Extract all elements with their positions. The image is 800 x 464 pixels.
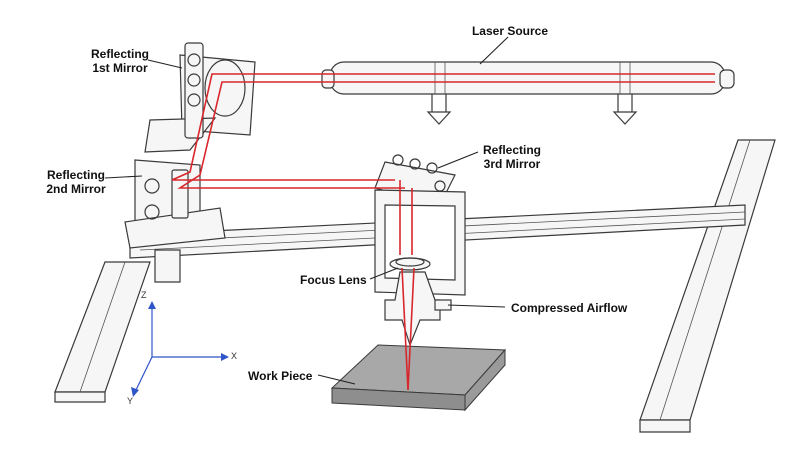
mirror2-assembly bbox=[124, 159, 226, 249]
label-mirror2-line1: Reflecting bbox=[46, 168, 105, 182]
coordinate-axes bbox=[131, 301, 229, 397]
label-mirror1-line1: Reflecting bbox=[90, 47, 149, 61]
label-focus-lens: Focus Lens bbox=[300, 273, 367, 287]
cutting-head bbox=[374, 189, 466, 347]
label-work-piece: Work Piece bbox=[248, 369, 313, 383]
axis-label-z: Z bbox=[141, 290, 147, 300]
left-rail bbox=[54, 261, 151, 403]
axis-label-x: X bbox=[231, 351, 238, 361]
label-compressed-airflow: Compressed Airflow bbox=[511, 301, 628, 315]
label-mirror2-line2: 2nd Mirror bbox=[46, 182, 106, 196]
right-rail bbox=[639, 139, 776, 433]
label-mirror3-line2: 3rd Mirror bbox=[483, 157, 541, 171]
mirror1-assembly bbox=[144, 42, 256, 153]
label-laser-source: Laser Source bbox=[471, 24, 549, 38]
laser-tube bbox=[321, 61, 735, 125]
label-mirror3: Reflecting 3rd Mirror bbox=[472, 143, 552, 171]
axis-label-y: Y bbox=[127, 396, 134, 406]
leader-lines bbox=[104, 36, 509, 385]
label-mirror1: Reflecting 1st Mirror bbox=[80, 47, 160, 75]
work-piece-block bbox=[330, 344, 507, 412]
label-mirror1-line2: 1st Mirror bbox=[92, 61, 148, 75]
label-mirror3-line1: Reflecting bbox=[482, 143, 541, 157]
laser-beam bbox=[171, 73, 715, 391]
label-mirror2: Reflecting 2nd Mirror bbox=[36, 168, 116, 196]
